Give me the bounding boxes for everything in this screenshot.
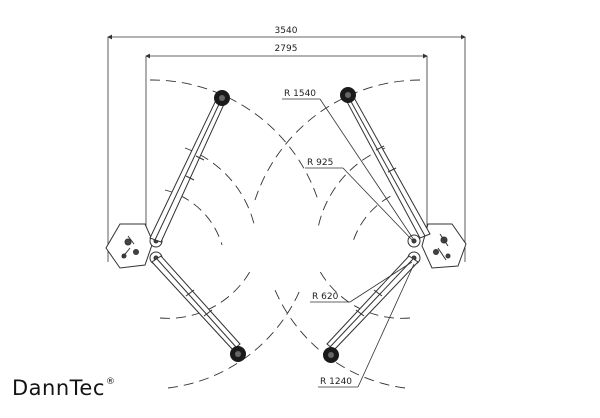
- radius-leaders: [282, 98, 415, 388]
- radius-1240-label: R 1240: [320, 377, 352, 387]
- brand-logo: DannTec®: [12, 378, 115, 399]
- left-upper-arm: [149, 97, 226, 243]
- registered-mark: ®: [105, 377, 116, 387]
- swing-arcs: [149, 79, 421, 389]
- right-post: [407, 223, 467, 269]
- left-lower-arm: [151, 255, 241, 351]
- dimension-overall: [107, 34, 466, 262]
- radius-925-label: R 925: [307, 158, 333, 168]
- dimension-inner: [145, 53, 428, 250]
- right-upper-arm: [344, 93, 431, 239]
- radius-620-label: R 620: [312, 292, 339, 302]
- overall-width-label: 3540: [275, 26, 298, 36]
- right-lower-arm: [326, 255, 419, 351]
- radius-1540-label: R 1540: [284, 89, 316, 99]
- brand-name: DannTec: [12, 376, 105, 400]
- inner-width-label: 2795: [275, 44, 298, 54]
- left-post: [105, 223, 163, 269]
